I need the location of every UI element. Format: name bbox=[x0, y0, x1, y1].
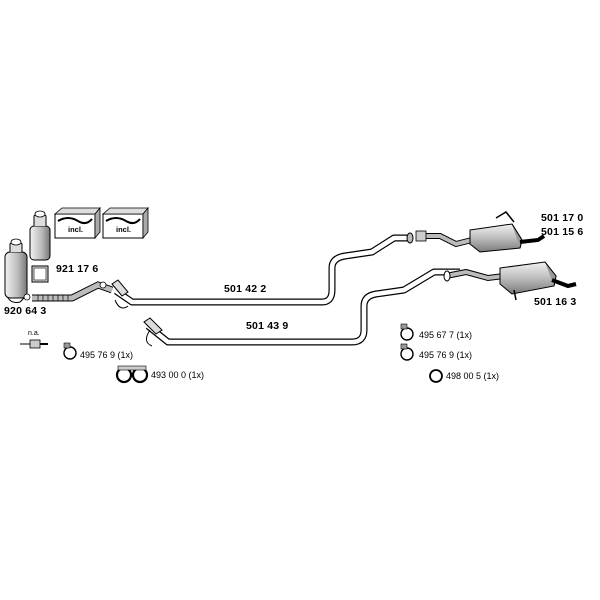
part-number-rear-upper-a: 501 17 0 bbox=[541, 212, 584, 224]
rear-muffler-upper bbox=[415, 211, 546, 253]
part-number-rear-lower: 501 16 3 bbox=[534, 296, 577, 308]
center-pipe-lower bbox=[143, 268, 460, 347]
part-number-center-pipe-lower: 501 43 9 bbox=[246, 320, 289, 332]
center-pipe-upper bbox=[111, 232, 414, 309]
catalyst-part bbox=[4, 238, 28, 303]
kit-box-right bbox=[101, 206, 149, 240]
accessory-clamp-right-2: 495 76 9 (1x) bbox=[419, 350, 473, 360]
accessory-clamp-left: 495 76 9 (1x) bbox=[80, 350, 134, 360]
gasket-icon bbox=[115, 365, 149, 384]
kit-box-right-label: incl. bbox=[116, 225, 132, 234]
part-number-front-pipe: 921 17 6 bbox=[56, 263, 99, 275]
ring-icon bbox=[429, 369, 443, 383]
not-available-label: n.a. bbox=[28, 330, 40, 337]
part-number-catalyst: 920 64 3 bbox=[4, 305, 47, 317]
rear-muffler-lower bbox=[443, 261, 577, 301]
accessory-ring: 498 00 5 (1x) bbox=[446, 371, 500, 381]
part-number-rear-upper-b: 501 15 6 bbox=[541, 226, 584, 238]
part-number-center-pipe-upper: 501 42 2 bbox=[224, 283, 267, 295]
clamp-icon-right-2 bbox=[400, 343, 414, 361]
sensor-na-icon bbox=[20, 339, 48, 349]
front-pipe-part bbox=[29, 210, 51, 283]
kit-box-left bbox=[53, 206, 101, 240]
clamp-icon-right-1 bbox=[400, 323, 414, 341]
clamp-icon-left bbox=[63, 342, 77, 360]
flex-pipe bbox=[23, 281, 114, 302]
accessory-gasket: 493 00 0 (1x) bbox=[151, 370, 205, 380]
kit-box-left-label: incl. bbox=[68, 225, 84, 234]
accessory-clamp-right-1: 495 67 7 (1x) bbox=[419, 330, 473, 340]
